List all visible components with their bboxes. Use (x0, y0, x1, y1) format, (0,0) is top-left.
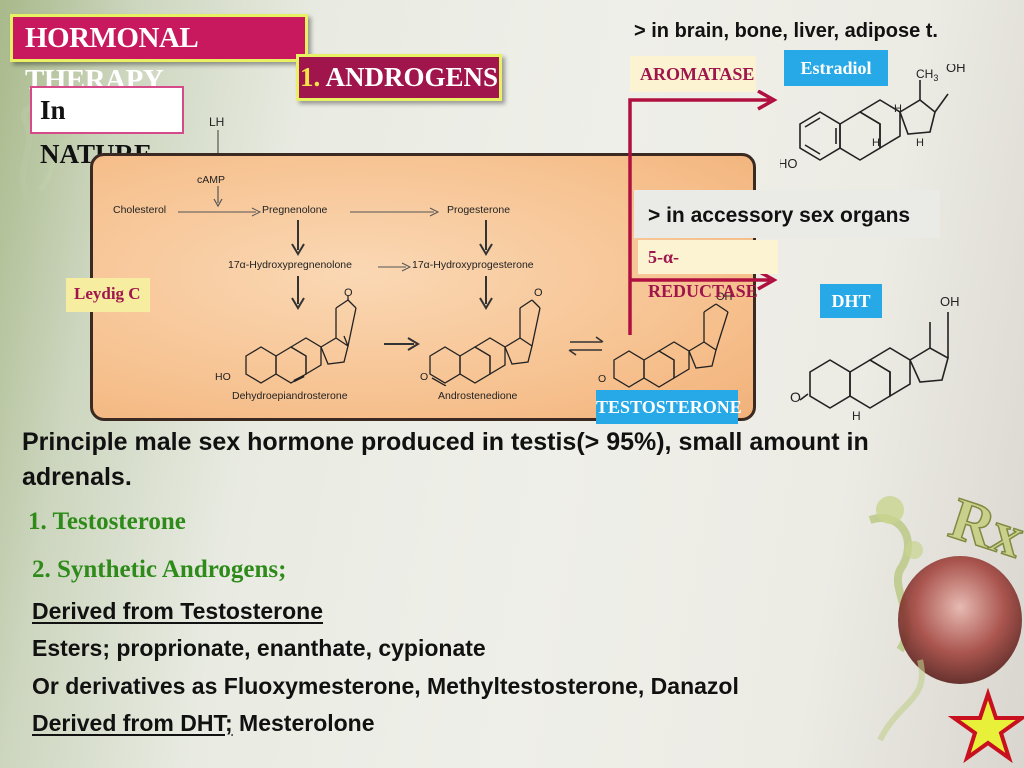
hydroxy-arrow (378, 262, 412, 272)
atom-o: O (344, 287, 353, 299)
cholesterol-arrow (178, 207, 262, 217)
item-testosterone: 1. Testosterone (28, 508, 186, 535)
derived-from-testosterone: Derived from Testosterone (32, 598, 323, 624)
aromatase-location: > in brain, bone, liver, adipose t. (634, 20, 938, 42)
testosterone-label: TESTOSTERONE (596, 390, 742, 424)
section-heading: 1. ANDROGENS (296, 54, 502, 101)
testo-o: O (598, 373, 607, 385)
aromatase-enzyme-label: AROMATASE (630, 56, 756, 92)
testosterone-structure: OH (613, 291, 733, 388)
dhea-label: Dehydroepiandrosterone (232, 390, 348, 402)
atom-o: O (534, 287, 543, 299)
atom-ch3: CH (916, 67, 933, 81)
dht-derived-line: Derived from DHT; Mesterolone (32, 705, 375, 741)
derivatives-line: Or derivatives as Fluoxymesterone, Methy… (32, 673, 739, 699)
reductase-location-panel (634, 190, 940, 238)
section-label: ANDROGENS (325, 62, 499, 92)
androstenedione-label: Androstenedione (438, 390, 518, 402)
camp-arrow (213, 186, 223, 208)
atom-ho: HO (780, 156, 798, 171)
atom-o: O (790, 389, 801, 405)
hydroxypregnenolone-label: 17α-Hydroxypregnenolone (228, 259, 352, 271)
atom-h: H (852, 409, 861, 422)
dhea-ho: HO (215, 371, 231, 383)
principle-line-2: adrenals. (22, 463, 132, 491)
down-arrow-4 (479, 276, 493, 310)
leydig-cell-label: Leydig C (66, 278, 150, 312)
star-icon (947, 687, 1024, 764)
equilibrium-arrows (568, 336, 604, 356)
down-arrow-3 (291, 276, 305, 310)
dht-structure: O OH H (790, 294, 960, 422)
svg-text:CH3: CH3 (916, 67, 938, 83)
conversion-arrows (628, 90, 778, 335)
progesterone-label: Progesterone (447, 204, 511, 216)
hydroxyprogesterone-label: 17α-Hydroxyprogesterone (412, 259, 534, 271)
estradiol-label: Estradiol (784, 50, 888, 86)
item-synthetic-androgens: 2. Synthetic Androgens; (32, 556, 287, 583)
mesterolone: Mesterolone (232, 710, 375, 736)
cholesterol-label: Cholesterol (113, 204, 167, 216)
reductase-enzyme-label: 5-α-REDUCTASE (638, 240, 778, 301)
androstenedione-structure: O (429, 287, 543, 386)
estradiol-structure: HO CH3 OH H H H (780, 64, 966, 171)
derived-from-dht: Derived from DHT; (32, 710, 233, 736)
atom-oh: OH (940, 294, 960, 309)
andro-o: O (420, 371, 429, 383)
atom-h: H (894, 103, 902, 115)
rx-decoration: Rx (868, 484, 1024, 764)
camp-label: cAMP (197, 174, 226, 186)
atom-h: H (916, 137, 924, 149)
atom-ch3-sub: 3 (933, 73, 938, 83)
slide-title: HORMONAL THERAPY (10, 14, 308, 96)
dhea-to-andro-arrow (384, 337, 420, 351)
subtitle-label: In NATURE (30, 86, 184, 169)
lh-label: LH (209, 115, 225, 129)
dhea-structure: O (245, 287, 357, 384)
pregnenolone-arrow (350, 207, 440, 217)
pregnenolone-label: Pregnenolone (262, 204, 328, 216)
reductase-location: > in accessory sex organs (648, 204, 911, 227)
dht-label: DHT (820, 284, 882, 318)
atom-oh: OH (716, 291, 733, 303)
down-arrow-1 (291, 220, 305, 256)
section-number: 1. (299, 62, 321, 92)
principle-line-1: Principle male sex hormone produced in t… (22, 428, 869, 456)
atom-oh: OH (946, 64, 966, 75)
atom-h: H (872, 137, 880, 149)
esters-line: Esters; proprionate, enanthate, cypionat… (32, 635, 486, 661)
down-arrow-2 (479, 220, 493, 256)
